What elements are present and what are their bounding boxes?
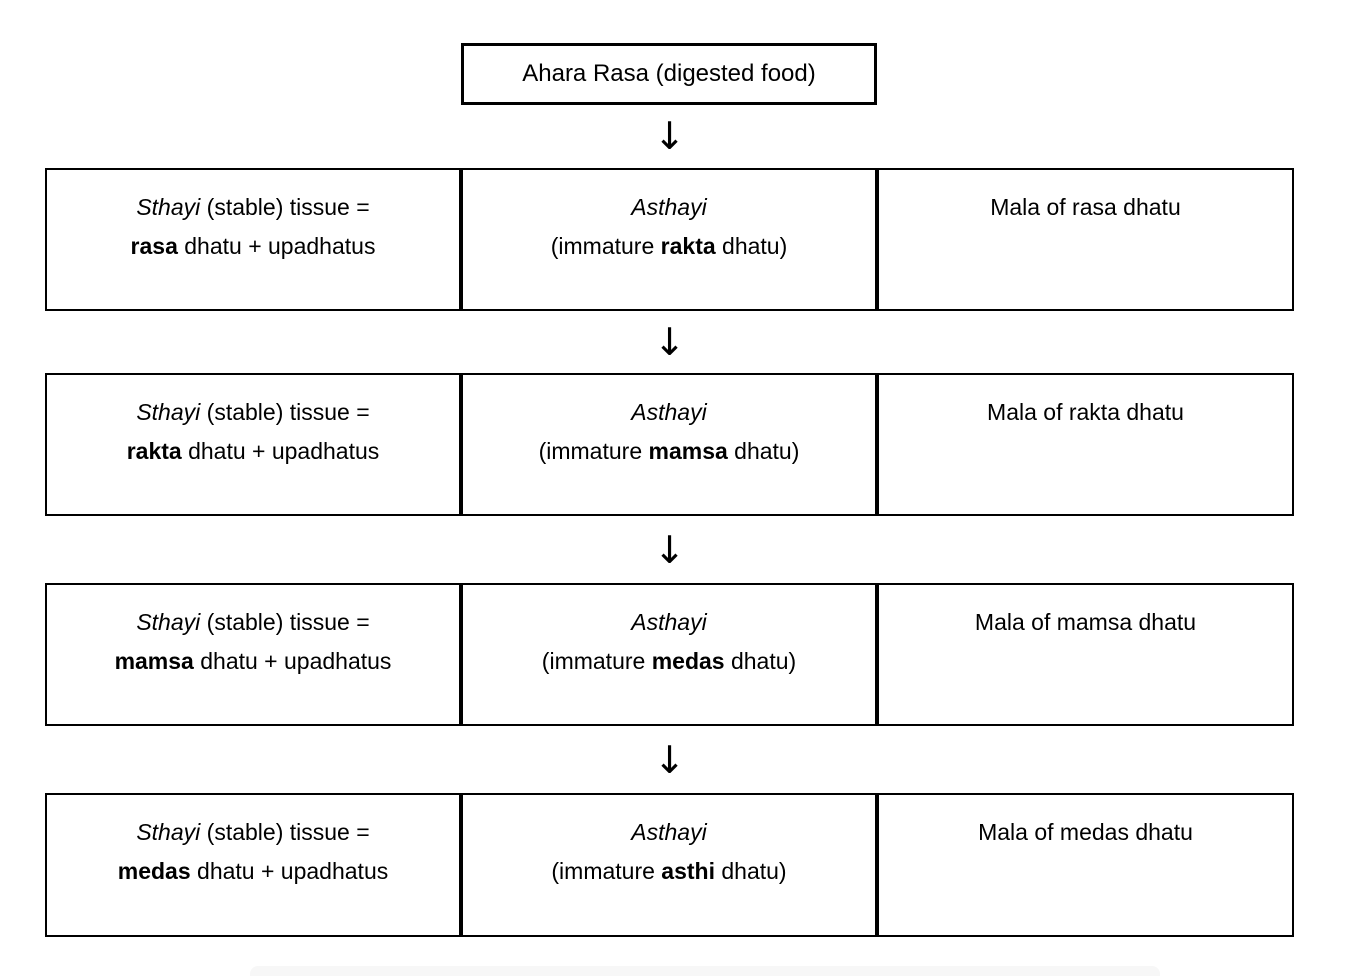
sthayi-word: Sthayi <box>136 194 201 220</box>
asthayi-line2-suffix: dhatu) <box>715 233 788 259</box>
dhatu-name-bold: rasa <box>130 233 178 259</box>
mala-label: Mala of rasa dhatu <box>990 194 1181 220</box>
mala-label: Mala of rakta dhatu <box>987 399 1184 425</box>
sthayi-line2-rest: dhatu + upadhatus <box>193 648 392 674</box>
asthayi-line2: (immature medas dhatu) <box>463 642 875 681</box>
asthayi-line2-prefix: (immature <box>551 858 662 884</box>
immature-dhatu-bold: mamsa <box>648 438 728 464</box>
sthayi-line2-rest: dhatu + upadhatus <box>177 233 376 259</box>
sthayi-line2: rasa dhatu + upadhatus <box>47 227 459 266</box>
asthayi-line1: Asthayi <box>463 603 875 642</box>
immature-dhatu-bold: medas <box>651 648 725 674</box>
sthayi-line1-rest: (stable) tissue = <box>200 819 370 845</box>
sthayi-line1: Sthayi (stable) tissue = <box>47 188 459 227</box>
dhatu-name-bold: medas <box>117 858 191 884</box>
asthayi-cell-3: Asthayi (immature medas dhatu) <box>461 583 877 726</box>
asthayi-word: Asthayi <box>631 609 707 635</box>
sthayi-cell-4: Sthayi (stable) tissue = medas dhatu + u… <box>45 793 461 937</box>
sthayi-line2-rest: dhatu + upadhatus <box>190 858 389 884</box>
asthayi-line2: (immature mamsa dhatu) <box>463 432 875 471</box>
sthayi-line2-rest: dhatu + upadhatus <box>181 438 380 464</box>
ahara-rasa-box: Ahara Rasa (digested food) <box>461 43 877 105</box>
dhatu-row-2: Sthayi (stable) tissue = rakta dhatu + u… <box>45 373 1294 516</box>
sthayi-line1-rest: (stable) tissue = <box>200 399 370 425</box>
sthayi-line1-rest: (stable) tissue = <box>200 609 370 635</box>
asthayi-cell-2: Asthayi (immature mamsa dhatu) <box>461 373 877 516</box>
asthayi-cell-1: Asthayi (immature rakta dhatu) <box>461 168 877 311</box>
down-arrow-2: ↓ <box>653 320 686 364</box>
down-arrow-4: ↓ <box>653 738 686 782</box>
mala-cell-3: Mala of mamsa dhatu <box>877 583 1294 726</box>
sthayi-line2: mamsa dhatu + upadhatus <box>47 642 459 681</box>
sthayi-line1-rest: (stable) tissue = <box>200 194 370 220</box>
asthayi-line1: Asthayi <box>463 188 875 227</box>
dhatu-name-bold: mamsa <box>114 648 194 674</box>
mala-cell-1: Mala of rasa dhatu <box>877 168 1294 311</box>
dhatu-row-3: Sthayi (stable) tissue = mamsa dhatu + u… <box>45 583 1294 726</box>
mala-label: Mala of medas dhatu <box>978 819 1193 845</box>
down-arrow-1: ↓ <box>653 114 686 158</box>
asthayi-line2-suffix: dhatu) <box>714 858 787 884</box>
sthayi-line1: Sthayi (stable) tissue = <box>47 393 459 432</box>
down-arrow-3: ↓ <box>653 528 686 572</box>
mala-label: Mala of mamsa dhatu <box>974 609 1197 635</box>
sthayi-line2: medas dhatu + upadhatus <box>47 852 459 891</box>
asthayi-line2: (immature asthi dhatu) <box>463 852 875 891</box>
sthayi-word: Sthayi <box>136 609 201 635</box>
sthayi-word: Sthayi <box>136 819 201 845</box>
asthayi-line2-prefix: (immature <box>550 233 661 259</box>
mala-cell-2: Mala of rakta dhatu <box>877 373 1294 516</box>
sthayi-cell-2: Sthayi (stable) tissue = rakta dhatu + u… <box>45 373 461 516</box>
sthayi-cell-3: Sthayi (stable) tissue = mamsa dhatu + u… <box>45 583 461 726</box>
sthayi-line1: Sthayi (stable) tissue = <box>47 603 459 642</box>
dhatu-name-bold: rakta <box>126 438 182 464</box>
next-row-hint <box>250 966 1160 976</box>
dhatu-row-4: Sthayi (stable) tissue = medas dhatu + u… <box>45 793 1294 937</box>
asthayi-line1: Asthayi <box>463 813 875 852</box>
asthayi-word: Asthayi <box>631 819 707 845</box>
ahara-rasa-label: Ahara Rasa (digested food) <box>522 60 816 87</box>
sthayi-word: Sthayi <box>136 399 201 425</box>
sthayi-line1: Sthayi (stable) tissue = <box>47 813 459 852</box>
asthayi-line2-suffix: dhatu) <box>724 648 797 674</box>
asthayi-line2-suffix: dhatu) <box>727 438 800 464</box>
dhatu-row-1: Sthayi (stable) tissue = rasa dhatu + up… <box>45 168 1294 311</box>
asthayi-line1: Asthayi <box>463 393 875 432</box>
asthayi-cell-4: Asthayi (immature asthi dhatu) <box>461 793 877 937</box>
immature-dhatu-bold: rakta <box>660 233 716 259</box>
asthayi-word: Asthayi <box>631 399 707 425</box>
asthayi-line2-prefix: (immature <box>538 438 649 464</box>
mala-cell-4: Mala of medas dhatu <box>877 793 1294 937</box>
asthayi-line2: (immature rakta dhatu) <box>463 227 875 266</box>
sthayi-line2: rakta dhatu + upadhatus <box>47 432 459 471</box>
sthayi-cell-1: Sthayi (stable) tissue = rasa dhatu + up… <box>45 168 461 311</box>
asthayi-word: Asthayi <box>631 194 707 220</box>
asthayi-line2-prefix: (immature <box>541 648 652 674</box>
immature-dhatu-bold: asthi <box>661 858 715 884</box>
